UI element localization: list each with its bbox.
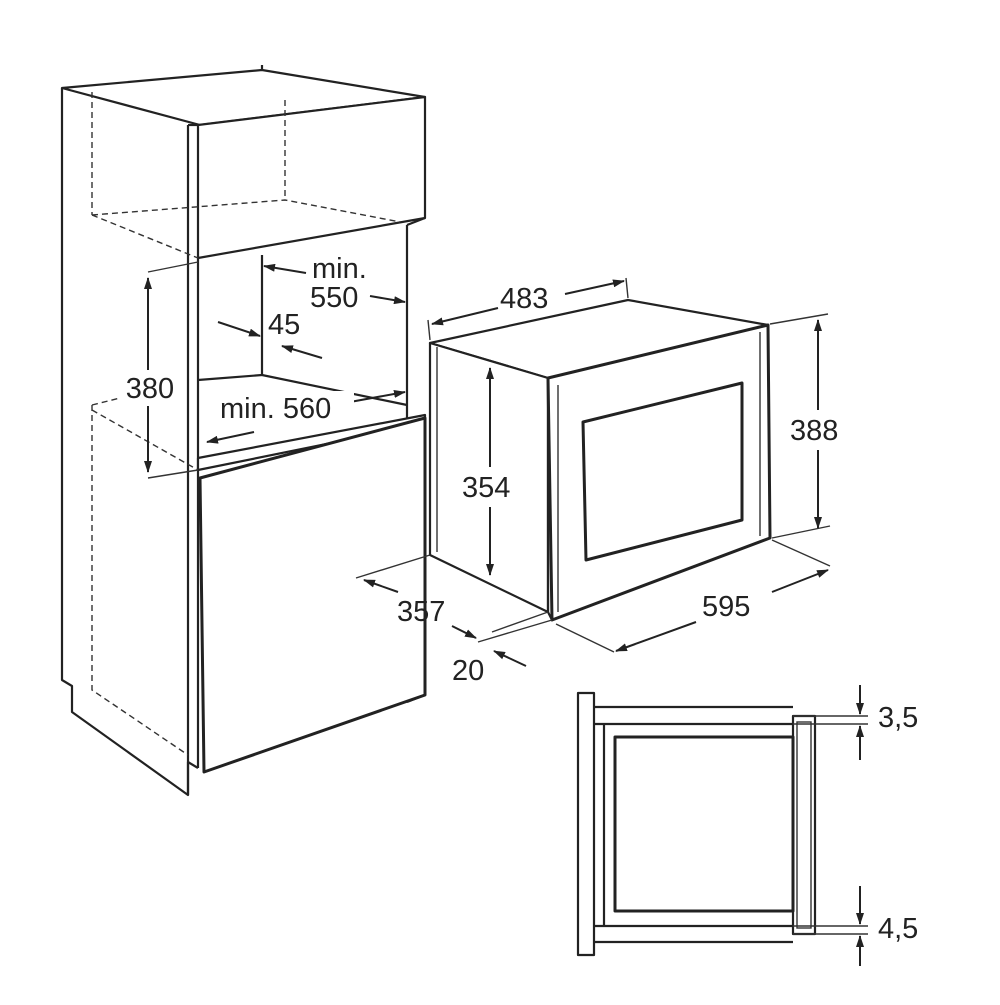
dim-rear-vent: 45 (217, 309, 323, 359)
dim-gap-top: 3,5 (856, 685, 918, 760)
label-4-5: 4,5 (878, 913, 918, 945)
label-595: 595 (702, 591, 750, 623)
dim-niche-height: 380 (118, 277, 182, 473)
dim-oven-front-width: 595 (555, 539, 831, 653)
label-20: 20 (452, 655, 484, 687)
label-min-560: min. 560 (220, 393, 331, 425)
section-detail (576, 691, 868, 957)
label-3-5: 3,5 (878, 702, 918, 734)
oven-unit (428, 298, 772, 622)
tall-cabinet (60, 65, 427, 797)
label-483: 483 (500, 283, 548, 315)
dim-min-width: min. 550 (263, 253, 406, 314)
label-min-prefix: min. (312, 253, 367, 285)
label-354: 354 (462, 472, 510, 504)
dim-oven-body-height: 354 (460, 367, 522, 576)
dim-oven-depth: 357 (355, 554, 553, 643)
label-45: 45 (268, 309, 300, 341)
label-357: 357 (397, 596, 445, 628)
dim-gap-bottom: 4,5 (856, 886, 918, 966)
label-550: 550 (310, 282, 358, 314)
label-380: 380 (126, 373, 174, 405)
dim-oven-body-width: 483 (427, 277, 629, 341)
dim-front-panel-depth: 20 (452, 611, 549, 687)
label-388: 388 (790, 415, 838, 447)
dim-min-depth: min. 560 (206, 390, 406, 444)
dim-oven-front-height: 388 (769, 313, 850, 539)
